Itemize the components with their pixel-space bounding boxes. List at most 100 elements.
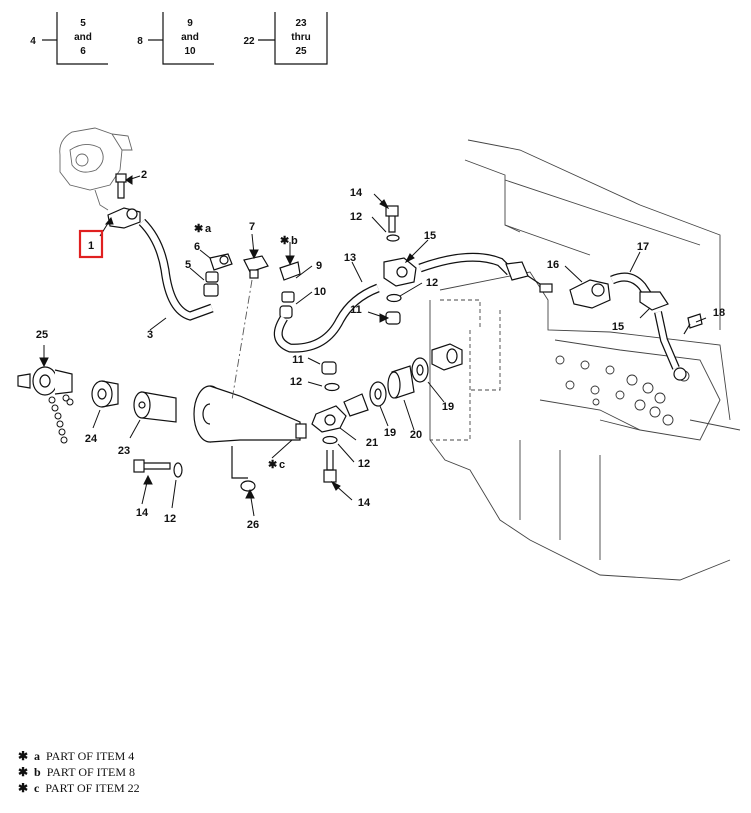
highlight-box-item-1 <box>78 229 104 259</box>
centerline <box>231 279 253 401</box>
fitting-item-26 <box>231 446 256 492</box>
washer-item-12 <box>322 435 338 445</box>
legend-text: PART OF ITEM 22 <box>45 781 140 795</box>
callout-15-upper: 15 <box>424 230 436 242</box>
fitting-item-5 <box>203 271 219 297</box>
tee-item-7 <box>243 255 269 279</box>
clamp-item-15-right <box>639 291 669 311</box>
callout-7: 7 <box>249 221 255 233</box>
callout-26: 26 <box>247 519 259 531</box>
callout-23: 23 <box>118 445 130 457</box>
legend-text: PART OF ITEM 4 <box>46 749 135 763</box>
callout-12-lower-left: 12 <box>164 513 176 525</box>
callout-21: 21 <box>366 437 378 449</box>
cap-item-25 <box>17 366 73 396</box>
callout-12-middle: 12 <box>290 376 302 388</box>
header-box-4 <box>42 12 108 65</box>
header-box-22-line: 23 <box>295 18 307 29</box>
port-fitting <box>431 343 463 371</box>
screw-item-18 <box>683 313 703 335</box>
clamp-item-15-upper <box>383 257 417 287</box>
sleeve-center <box>343 393 369 417</box>
chain-item-25 <box>48 394 74 444</box>
header-box-8 <box>148 12 214 65</box>
callout-24: 24 <box>85 433 98 445</box>
callout-9: 9 <box>316 260 322 272</box>
legend-star-icon: ✱ <box>18 765 29 779</box>
legend-letter: a <box>34 749 40 763</box>
header-box-8-line: 9 <box>187 18 193 29</box>
callout-15-right: 15 <box>612 321 624 333</box>
callout-10: 10 <box>314 286 326 298</box>
legend: ✱ a PART OF ITEM 4 ✱ b PART OF ITEM 8 ✱ c P… <box>18 748 140 796</box>
ring-item-19-right <box>411 357 429 383</box>
callout-17: 17 <box>637 241 649 253</box>
washer-item-12 <box>386 234 400 242</box>
callout-12-upper: 12 <box>350 211 362 223</box>
legend-text: PART OF ITEM 8 <box>46 765 135 779</box>
fitting-item-9 <box>279 261 301 303</box>
header-box-4-line: 5 <box>80 18 86 29</box>
callout-18: 18 <box>713 307 725 319</box>
sleeve-item-20 <box>387 365 415 399</box>
washer-item-12 <box>173 462 183 478</box>
callout-25: 25 <box>36 329 48 341</box>
engine-block-drawing <box>429 139 741 581</box>
legend-star-icon: ✱ <box>18 749 29 763</box>
callout-1: 1 <box>88 240 94 252</box>
star-callout-b-mark: ✱ <box>280 235 289 247</box>
legend-star-icon: ✱ <box>18 781 29 795</box>
washer-item-12 <box>324 382 340 392</box>
callout-14-lower-left: 14 <box>136 507 149 519</box>
callout-12-lower: 12 <box>358 458 370 470</box>
fitting-upper-right <box>505 261 553 293</box>
header-box-8-line: and <box>181 32 199 43</box>
nut-item-24 <box>91 380 119 408</box>
callout-11-lower: 11 <box>292 354 304 366</box>
fitting-lower-right <box>673 367 687 381</box>
star-callout-a-mark: ✱ <box>194 223 203 235</box>
header-box-22-line: 25 <box>295 46 307 57</box>
legend-letter: b <box>34 765 41 779</box>
callout-b: b <box>291 235 298 247</box>
callout-6: 6 <box>194 241 200 253</box>
callout-5: 5 <box>185 259 191 271</box>
header-box-22 <box>258 12 328 65</box>
callout-c: c <box>279 459 285 471</box>
callout-19-right: 19 <box>442 401 454 413</box>
bolt-item-14-lower-left <box>133 459 171 473</box>
elbow-fitting-item-1 <box>107 207 141 229</box>
bolt-item-14-lower <box>323 450 337 483</box>
callout-16: 16 <box>547 259 559 271</box>
washer-item-12 <box>386 293 402 303</box>
callout-14-upper: 14 <box>350 187 363 199</box>
nut-item-10 <box>279 305 293 319</box>
callout-12-right: 12 <box>426 277 438 289</box>
callout-20: 20 <box>410 429 422 441</box>
fitting-item-23 <box>133 391 177 423</box>
fitting-item-6 <box>209 253 233 271</box>
header-item-22: 22 <box>243 36 255 47</box>
callout-3: 3 <box>147 329 153 341</box>
legend-row-a: ✱ a PART OF ITEM 4 <box>18 748 140 764</box>
header-box-4-line: and <box>74 32 92 43</box>
bolt-item-2 <box>115 173 127 199</box>
bolt-item-14-upper <box>385 205 399 233</box>
header-box-22-line: thru <box>291 32 310 43</box>
fitting-item-16 <box>569 279 611 309</box>
header-box-8-line: 10 <box>184 46 196 57</box>
callout-11-upper: 11 <box>350 304 362 316</box>
fuel-pump-drawing <box>59 127 133 211</box>
legend-row-c: ✱ c PART OF ITEM 22 <box>18 780 140 796</box>
callout-14-lower: 14 <box>358 497 371 509</box>
legend-letter: c <box>34 781 40 795</box>
header-item-8: 8 <box>137 36 143 47</box>
callout-2: 2 <box>141 169 147 181</box>
header-item-4: 4 <box>30 36 36 47</box>
callout-19-left: 19 <box>384 427 396 439</box>
ring-item-19-left <box>369 381 387 407</box>
leader-lines <box>39 175 707 517</box>
star-callout-c-mark: ✱ <box>268 459 277 471</box>
